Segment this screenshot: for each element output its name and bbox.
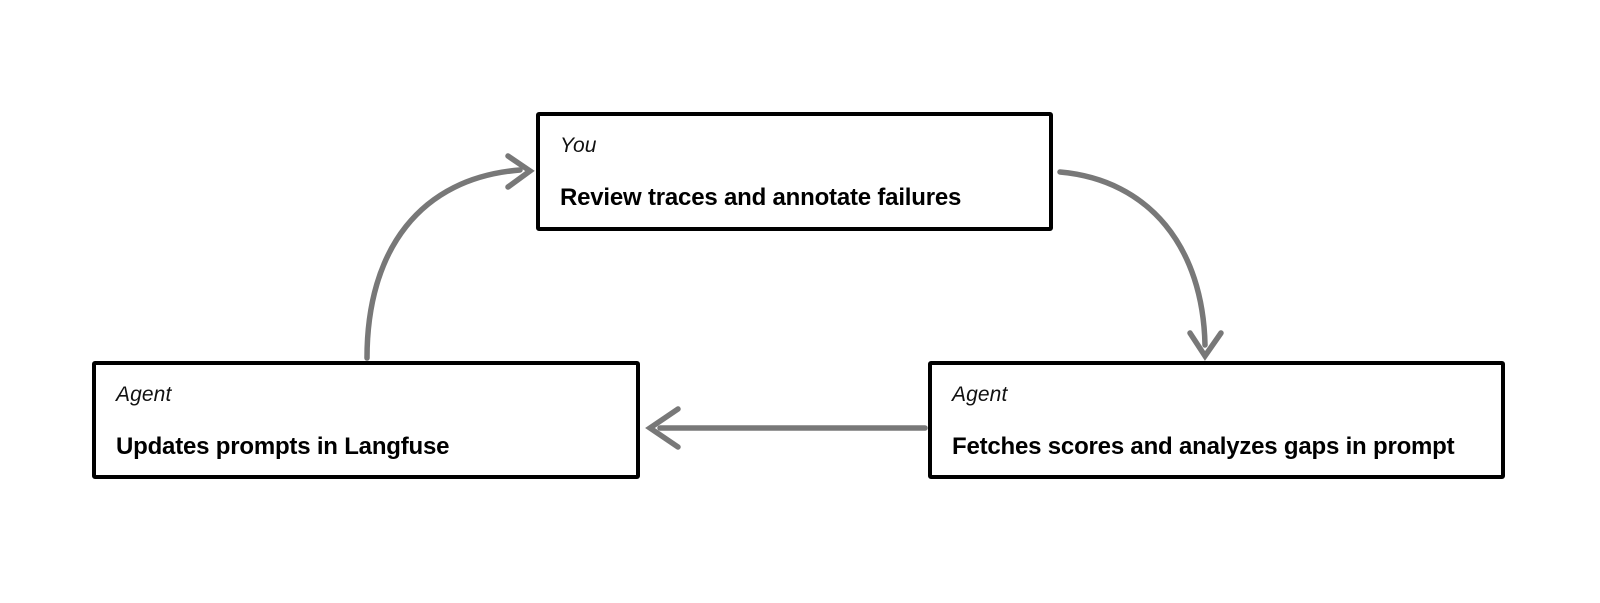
edge-you-to-fetch-scores-arrowhead — [1187, 330, 1224, 361]
edge-you-to-fetch-scores-line — [1057, 169, 1208, 348]
edge-fetch-scores-to-update-prompts — [645, 406, 928, 450]
edge-fetch-scores-to-update-prompts-arrowhead — [645, 406, 681, 450]
node-you[interactable]: You Review traces and annotate failures — [536, 112, 1053, 231]
node-you-role: You — [560, 134, 597, 157]
node-fetch-scores[interactable]: Agent Fetches scores and analyzes gaps i… — [928, 361, 1505, 479]
node-you-title: Review traces and annotate failures — [560, 184, 962, 212]
node-update-prompts-title: Updates prompts in Langfuse — [116, 433, 450, 461]
node-update-prompts-role: Agent — [116, 383, 172, 406]
edge-update-prompts-to-you-line — [364, 167, 523, 361]
node-fetch-scores-title: Fetches scores and analyzes gaps in prom… — [952, 433, 1455, 461]
edge-you-to-fetch-scores — [1057, 169, 1224, 361]
edge-update-prompts-to-you-arrowhead — [505, 153, 535, 190]
edge-update-prompts-to-you — [364, 153, 535, 361]
node-update-prompts[interactable]: Agent Updates prompts in Langfuse — [92, 361, 640, 479]
node-fetch-scores-role: Agent — [952, 383, 1008, 406]
